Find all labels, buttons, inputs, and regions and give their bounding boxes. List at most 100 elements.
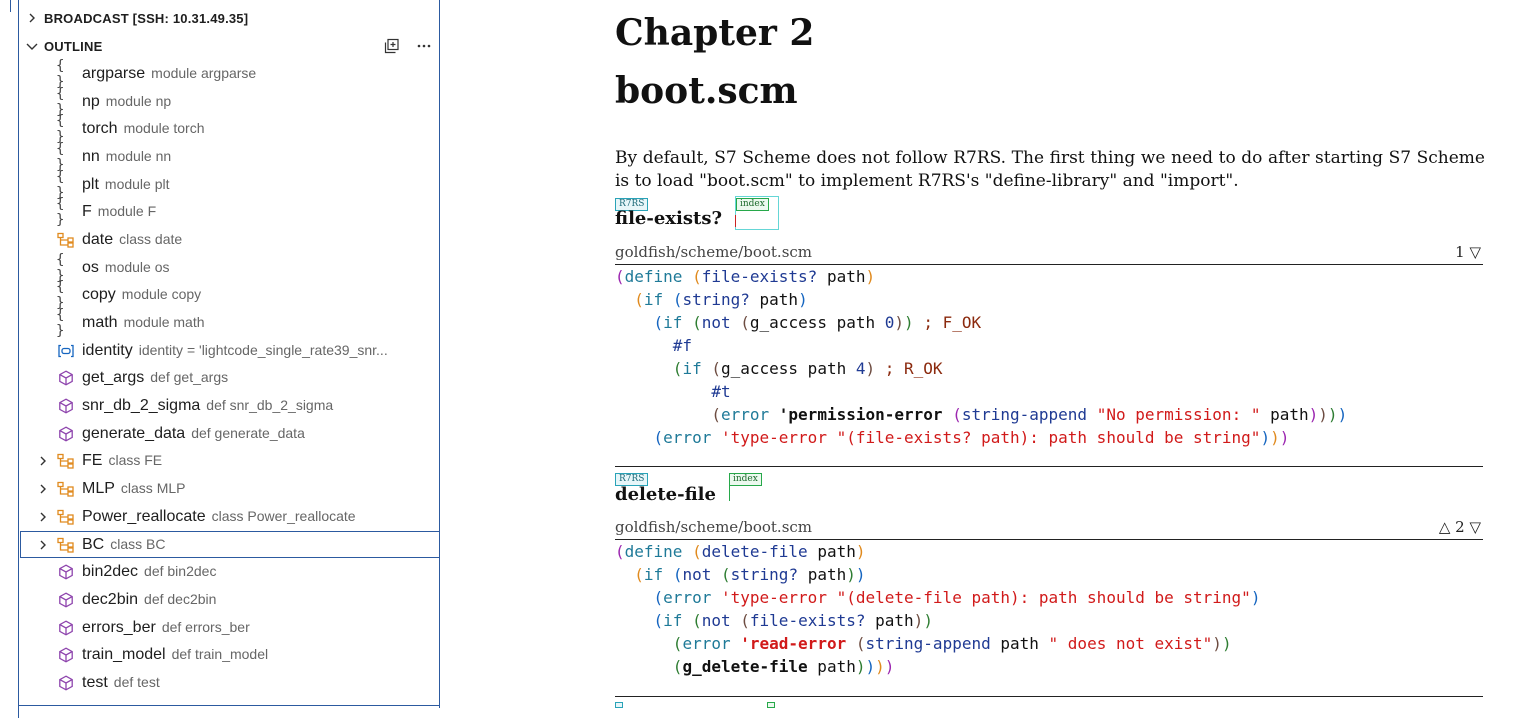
block-nav[interactable]: 1 ▽: [1455, 243, 1481, 261]
index-tag-partial: [767, 702, 775, 708]
outline-item-name: dec2bin: [82, 590, 139, 608]
module-icon: { }: [56, 57, 64, 90]
document-title: boot.scm: [615, 70, 798, 112]
outline-item-detail: def bin2dec: [144, 563, 217, 580]
source-path-line: goldfish/scheme/boot.scm 1 ▽: [615, 242, 1483, 265]
chevron-right-icon: [24, 13, 40, 23]
outline-item-detail: class date: [119, 230, 183, 247]
outline-item-detail: module F: [97, 203, 157, 220]
outline-item-name: date: [82, 230, 114, 248]
r7rs-tag: R7RS: [615, 473, 649, 486]
outline-item-detail: def snr_db_2_sigma: [206, 397, 334, 414]
function-icon: [56, 396, 76, 416]
broadcast-section-header[interactable]: BROADCAST [SSH: 10.31.49.35]: [24, 6, 248, 30]
outline-item-detail: identity = 'lightcode_single_rate39_snr.…: [138, 341, 388, 358]
outline-item-detail: module nn: [105, 147, 172, 164]
chevron-right-icon[interactable]: [36, 481, 50, 497]
outline-item-detail: class Power_reallocate: [211, 507, 356, 524]
outline-item-detail: class BC: [110, 535, 166, 552]
variable-icon: [56, 341, 76, 361]
outline-item-detail: module copy: [121, 286, 202, 303]
chapter-heading: Chapter 2: [615, 12, 815, 54]
r7rs-tag: R7RS: [615, 198, 649, 211]
outline-item-detail: class MLP: [120, 480, 186, 497]
module-icon: { }: [56, 85, 64, 118]
block-heading: file-exists?: [615, 208, 722, 229]
outline-item-name: generate_data: [82, 424, 186, 442]
block-separator: [615, 696, 1483, 697]
outline-item-date[interactable]: date class date: [20, 226, 440, 254]
outline-item-detail: module argparse: [151, 64, 257, 81]
outline-item-detail: def generate_data: [191, 424, 305, 441]
outline-item-name: snr_db_2_sigma: [82, 397, 201, 415]
index-anchor-line: [729, 485, 730, 501]
source-path-line: goldfish/scheme/boot.scm △ 2 ▽: [615, 517, 1483, 540]
outline-item-name: np: [82, 92, 100, 110]
outline-item-name: copy: [82, 286, 116, 304]
more-actions-icon[interactable]: [416, 38, 432, 54]
outline-item-bc[interactable]: BC class BC: [20, 530, 440, 559]
outline-item-detail: class FE: [108, 452, 163, 469]
chevron-right-icon[interactable]: [36, 509, 50, 525]
chevron-right-icon[interactable]: [36, 537, 50, 553]
outline-item-np[interactable]: { } np module np: [20, 85, 440, 118]
function-icon: [56, 673, 76, 693]
outline-item-name: plt: [82, 175, 99, 193]
outline-item-name: errors_ber: [82, 618, 156, 636]
index-marker-box: [735, 196, 779, 230]
outline-item-name: F: [82, 203, 92, 221]
outline-section-header[interactable]: OUTLINE: [24, 34, 432, 58]
block-nav[interactable]: △ 2 ▽: [1438, 518, 1481, 536]
module-icon: { }: [56, 307, 64, 340]
index-tag: index: [736, 198, 769, 211]
panel-divider: [10, 0, 11, 12]
outline-item-name: get_args: [82, 369, 145, 387]
outline-item-name: torch: [82, 120, 118, 138]
outline-panel: BROADCAST [SSH: 10.31.49.35] OUTLINE { }…: [0, 0, 442, 718]
collapse-all-icon[interactable]: [384, 38, 400, 54]
block-heading: delete-file: [615, 484, 716, 505]
outline-item-detail: module np: [105, 92, 172, 109]
outline-item-name: Power_reallocate: [82, 507, 206, 525]
module-icon: { }: [56, 251, 64, 284]
class-icon: [56, 479, 76, 499]
module-icon: { }: [56, 168, 64, 201]
outline-item-detail: module math: [123, 314, 205, 331]
chevron-right-icon[interactable]: [36, 453, 50, 469]
block-separator: [615, 466, 1483, 467]
function-icon: [56, 562, 76, 582]
outline-item-name: os: [82, 258, 99, 276]
module-icon: { }: [56, 140, 64, 173]
panel-bottom-border: [18, 705, 440, 706]
index-tag: index: [729, 473, 762, 486]
outline-item-name: BC: [82, 535, 105, 553]
class-icon: [56, 507, 76, 527]
outline-item-name: MLP: [82, 480, 115, 498]
outline-item-power-reallocate[interactable]: Power_reallocate class Power_reallocate: [20, 503, 440, 531]
r7rs-tag-partial: [615, 702, 623, 708]
class-icon: [56, 230, 76, 250]
outline-item-detail: def train_model: [171, 646, 269, 663]
outline-item-snr-db-2-sigma[interactable]: snr_db_2_sigma def snr_db_2_sigma: [20, 392, 440, 420]
outline-item-mlp[interactable]: MLP class MLP: [20, 475, 440, 503]
code-block-delete-file: (define (delete-file path) (if (not (str…: [615, 542, 1261, 676]
outline-item-generate-data[interactable]: generate_data def generate_data: [20, 420, 440, 448]
function-icon: [56, 424, 76, 444]
